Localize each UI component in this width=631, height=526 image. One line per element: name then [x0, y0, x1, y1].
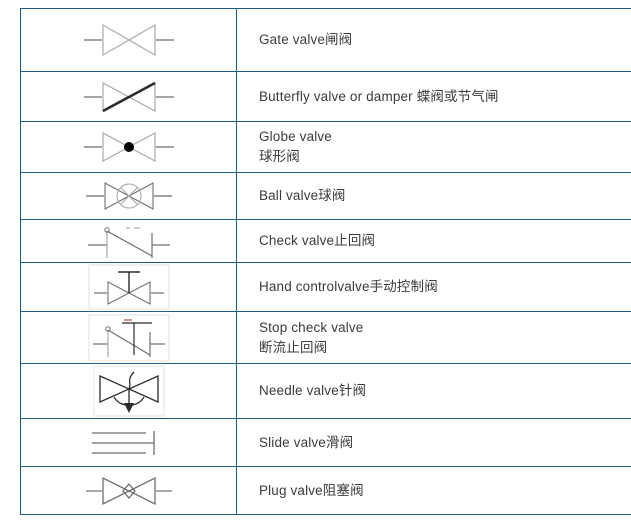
check-valve-symbol: [21, 220, 236, 262]
plug-valve-symbol: [21, 471, 236, 511]
table-row: Check valve止回阀: [20, 219, 631, 263]
symbol-cell: [20, 172, 237, 220]
table-row: Stop check valve 断流止回阀: [20, 311, 631, 364]
slide-valve-symbol: [21, 423, 236, 463]
table-row: Gate valve闸阀: [20, 8, 631, 72]
ball-valve-icon: [85, 182, 172, 210]
description-line: Hand controlvalve手动控制阀: [259, 279, 438, 294]
description-cell: Plug valve阻塞阀: [236, 466, 631, 515]
description-line: Gate valve闸阀: [259, 32, 353, 47]
symbol-cell: [20, 418, 237, 467]
check-valve-icon: [87, 227, 170, 258]
symbol-cell: [20, 466, 237, 515]
stop-check-valve-icon: [88, 314, 169, 361]
plug-valve-icon: [85, 476, 172, 505]
slide-valve-icon: [91, 430, 155, 455]
table-row: Ball valve球阀: [20, 172, 631, 220]
description-line: Needle valve针阀: [259, 383, 367, 398]
valve-symbol-table: Gate valve闸阀: [20, 8, 631, 515]
globe-valve-symbol: [21, 126, 236, 168]
stop-check-valve-symbol: [21, 313, 236, 363]
symbol-cell: [20, 8, 237, 72]
table-row: Plug valve阻塞阀: [20, 466, 631, 515]
hand-control-valve-icon: [88, 264, 169, 310]
description-cell: Check valve止回阀: [236, 219, 631, 263]
description-line: Check valve止回阀: [259, 233, 376, 248]
table-row: Needle valve针阀: [20, 363, 631, 419]
butterfly-valve-icon: [83, 81, 174, 112]
description-line: 断流止回阀: [259, 339, 328, 355]
description-line: Plug valve阻塞阀: [259, 482, 364, 498]
gate-valve-icon: [83, 23, 174, 57]
table-row: Slide valve滑阀: [20, 418, 631, 467]
description-cell: Hand controlvalve手动控制阀: [236, 262, 631, 312]
needle-valve-icon: [93, 365, 164, 417]
table-row: Hand controlvalve手动控制阀: [20, 262, 631, 312]
symbol-cell: [20, 363, 237, 419]
globe-valve-icon: [83, 131, 174, 163]
description-line: 球形阀: [259, 149, 300, 164]
symbol-cell: [20, 219, 237, 263]
symbol-cell: [20, 121, 237, 173]
description-cell: Slide valve滑阀: [236, 418, 631, 467]
description-cell: Gate valve闸阀: [236, 8, 631, 72]
description-cell: Stop check valve 断流止回阀: [236, 311, 631, 364]
description-line: Stop check valve: [259, 319, 364, 335]
description-cell: Butterfly valve or damper 蝶阀或节气闸: [236, 71, 631, 122]
description-cell: Needle valve针阀: [236, 363, 631, 419]
ball-valve-symbol: [21, 175, 236, 217]
description-line: Slide valve滑阀: [259, 434, 354, 450]
description-cell: Globe valve 球形阀: [236, 121, 631, 173]
gate-valve-symbol: [21, 18, 236, 62]
butterfly-valve-symbol: [21, 76, 236, 118]
symbol-cell: [20, 262, 237, 312]
description-cell: Ball valve球阀: [236, 172, 631, 220]
description-line: Globe valve: [259, 129, 332, 144]
description-line: Butterfly valve or damper 蝶阀或节气闸: [259, 88, 499, 104]
table-row: Globe valve 球形阀: [20, 121, 631, 173]
description-line: Ball valve球阀: [259, 188, 346, 203]
symbol-cell: [20, 71, 237, 122]
needle-valve-symbol: [21, 364, 236, 418]
hand-control-valve-symbol: [21, 263, 236, 311]
symbol-cell: [20, 311, 237, 364]
table-row: Butterfly valve or damper 蝶阀或节气闸: [20, 71, 631, 122]
